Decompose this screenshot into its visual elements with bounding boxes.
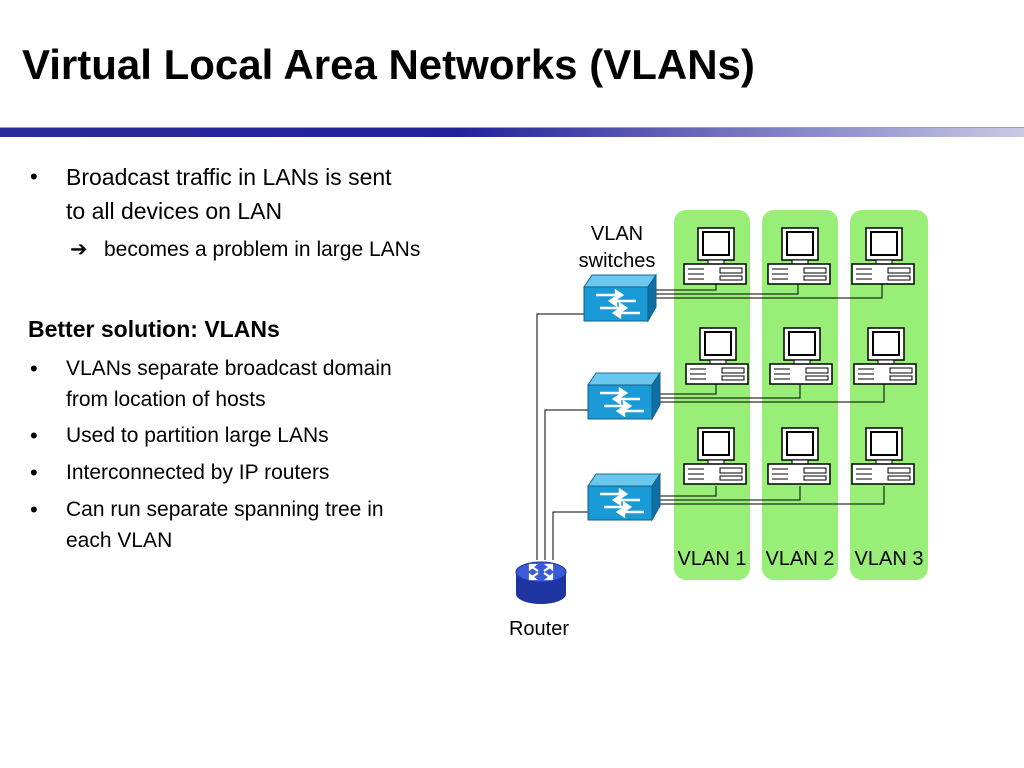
switch-icon [586,371,662,421]
bullet-separate-line2: from location of hosts [66,388,266,411]
bullet-separate-line1: VLANs separate broadcast domain [66,357,392,380]
bullet-broadcast-line2: to all devices on LAN [66,198,283,224]
vlan-band-3 [850,210,928,580]
section-heading: Better solution: VLANs [28,316,280,342]
arrow-icon: ➔ [70,238,88,261]
vlan-label-3: VLAN 3 [854,548,924,570]
bullet-marker: • [30,356,38,381]
switch-icon [582,273,658,323]
bullet-marker: • [30,423,38,448]
vlan-band-1 [674,210,750,580]
bullet-marker: • [30,164,38,189]
title-rule [0,128,1024,137]
bullet-marker: • [30,460,38,485]
switches-label-line2: switches [578,250,656,272]
vlan-label-1: VLAN 1 [677,548,747,570]
bullet-routers: Interconnected by IP routers [66,461,330,484]
bullet-spanning-line1: Can run separate spanning tree in [66,498,384,521]
router-label: Router [508,618,570,640]
slide-title: Virtual Local Area Networks (VLANs) [22,41,755,88]
vlan-label-2: VLAN 2 [765,548,835,570]
bullet-marker: • [30,497,38,522]
bullet-spanning-line2: each VLAN [66,529,173,552]
bullet-broadcast-line1: Broadcast traffic in LANs is sent [66,164,392,190]
sub-point: becomes a problem in large LANs [104,238,421,261]
bullet-partition: Used to partition large LANs [66,424,329,447]
switch-icon [586,472,662,522]
switches-label-line1: VLAN [590,223,644,245]
router-icon [515,561,567,604]
title-rule-edge [0,127,1024,128]
